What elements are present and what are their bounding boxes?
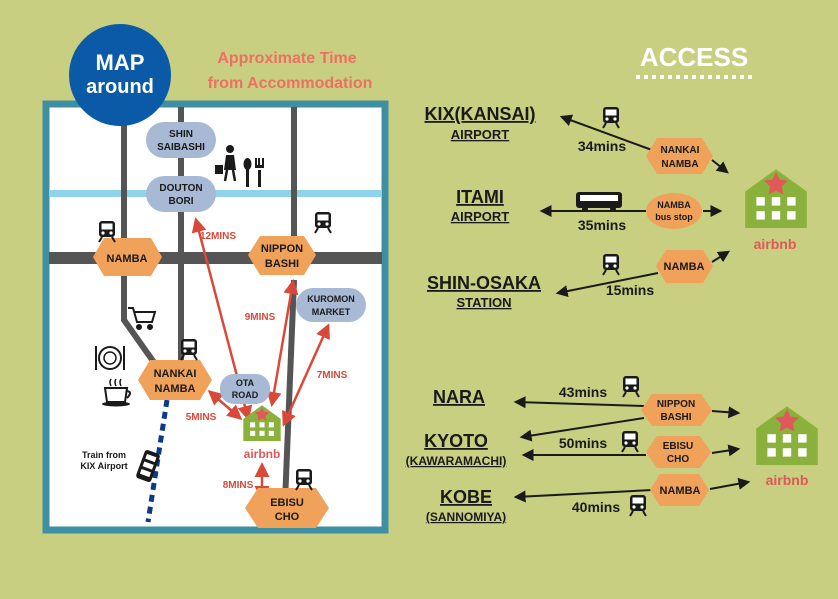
access-title: ACCESS bbox=[640, 42, 748, 72]
svg-text:EBISU: EBISU bbox=[663, 441, 694, 452]
train-icon bbox=[629, 494, 647, 517]
map-around-badge: MAP around bbox=[69, 24, 171, 126]
station-nipponbashi: NIPPON BASHI bbox=[248, 236, 316, 275]
svg-text:BASHI: BASHI bbox=[660, 412, 691, 423]
bus-icon bbox=[576, 192, 622, 212]
time-to-kuromon: 7MINS bbox=[317, 370, 348, 381]
dest-itami-sub: AIRPORT bbox=[451, 209, 510, 224]
airbnb-logo-top: airbnb bbox=[745, 169, 807, 252]
route-nara: NARA 43mins NIPPON BASHI bbox=[433, 375, 741, 426]
time-nara: 43mins bbox=[559, 384, 607, 400]
svg-text:CHO: CHO bbox=[667, 454, 689, 465]
route-kobe: KOBE (SANNOMIYA) 40mins NAMBA bbox=[426, 474, 751, 524]
time-kyoto: 50mins bbox=[559, 435, 607, 451]
airbnb-logo-bottom: airbnb bbox=[756, 406, 818, 488]
dest-kyoto-sub: (KAWARAMACHI) bbox=[406, 454, 507, 468]
train-icon bbox=[621, 430, 639, 453]
svg-text:DOUTON: DOUTON bbox=[159, 183, 202, 194]
svg-text:MAP: MAP bbox=[96, 50, 145, 75]
svg-text:NIPPON: NIPPON bbox=[657, 399, 695, 410]
fork-knife-icon bbox=[243, 158, 264, 187]
route-shinosaka: SHIN-OSAKA STATION 15mins NAMBA bbox=[427, 250, 731, 310]
airbnb-logo-text: airbnb bbox=[244, 447, 281, 461]
time-shinosaka: 15mins bbox=[606, 282, 654, 298]
place-doutonbori: DOUTON BORI bbox=[146, 176, 216, 212]
dest-kobe-sub: (SANNOMIYA) bbox=[426, 510, 506, 524]
route-kyoto: KYOTO (KAWARAMACHI) 50mins EBISU CHO bbox=[406, 417, 741, 468]
svg-text:NANKAI: NANKAI bbox=[661, 145, 700, 156]
svg-text:BORI: BORI bbox=[169, 196, 194, 207]
svg-text:NAMBA: NAMBA bbox=[664, 261, 705, 273]
train-from-label: Train from bbox=[82, 450, 126, 460]
station-namba: NAMBA bbox=[93, 238, 162, 276]
dest-shinosaka-sub: STATION bbox=[456, 295, 511, 310]
time-kobe: 40mins bbox=[572, 499, 620, 515]
svg-text:OTA: OTA bbox=[236, 378, 255, 388]
svg-text:MARKET: MARKET bbox=[312, 307, 351, 317]
dest-itami: ITAMI bbox=[456, 187, 504, 207]
train-icon bbox=[602, 253, 620, 276]
time-to-nipponbashi: 9MINS bbox=[245, 312, 276, 323]
time-to-doutonbori: 12MINS bbox=[200, 231, 236, 242]
svg-text:SAIBASHI: SAIBASHI bbox=[157, 142, 205, 153]
svg-text:bus stop: bus stop bbox=[655, 212, 693, 222]
shopping-person-icon bbox=[215, 145, 237, 182]
time-itami: 35mins bbox=[578, 217, 626, 233]
dining-icon bbox=[95, 346, 125, 370]
svg-text:around: around bbox=[86, 76, 154, 98]
station-ebisucho: EBISU CHO bbox=[245, 488, 329, 528]
shopping-cart-icon bbox=[128, 307, 157, 330]
dest-nara: NARA bbox=[433, 387, 485, 407]
dest-shinosaka: SHIN-OSAKA bbox=[427, 273, 541, 293]
place-ota-road: OTA ROAD bbox=[220, 374, 270, 404]
svg-text:NAMBA: NAMBA bbox=[661, 159, 698, 170]
subtitle-line1: Approximate Time bbox=[217, 50, 356, 67]
kix-train-icon bbox=[136, 450, 160, 482]
accommodation-marker: airbnb bbox=[243, 405, 281, 461]
station-nankai-namba: NANKAI NAMBA bbox=[138, 360, 212, 400]
route-kix: KIX(KANSAI) AIRPORT 34mins NANKAI NAMBA bbox=[425, 104, 729, 174]
svg-text:EBISU: EBISU bbox=[270, 497, 304, 509]
place-kuromon-market: KUROMON MARKET bbox=[296, 288, 366, 322]
route-itami: ITAMI AIRPORT 35mins NAMBA bus stop bbox=[451, 187, 723, 233]
dest-kobe: KOBE bbox=[440, 487, 492, 507]
svg-text:CHO: CHO bbox=[275, 511, 300, 523]
svg-text:NAMBA: NAMBA bbox=[657, 200, 691, 210]
dest-kyoto: KYOTO bbox=[424, 431, 488, 451]
svg-text:NAMBA: NAMBA bbox=[107, 253, 148, 265]
svg-text:KUROMON: KUROMON bbox=[307, 294, 355, 304]
svg-text:ROAD: ROAD bbox=[232, 390, 259, 400]
svg-text:NANKAI: NANKAI bbox=[154, 368, 197, 380]
svg-text:SHIN: SHIN bbox=[169, 129, 193, 140]
arrow-to-nankai bbox=[207, 390, 243, 420]
time-to-ebisucho: 8MINS bbox=[223, 480, 254, 491]
svg-text:airbnb: airbnb bbox=[754, 236, 797, 252]
time-kix: 34mins bbox=[578, 138, 626, 154]
dest-kix: KIX(KANSAI) bbox=[425, 104, 536, 124]
train-icon bbox=[602, 106, 620, 129]
coffee-icon bbox=[102, 378, 131, 407]
dest-kix-sub: AIRPORT bbox=[451, 127, 510, 142]
subtitle-line2: from Accommodation bbox=[208, 75, 373, 92]
time-to-nankai: 5MINS bbox=[186, 412, 217, 423]
train-icon bbox=[622, 375, 640, 398]
arrow-to-kuromon bbox=[282, 323, 330, 427]
svg-text:BASHI: BASHI bbox=[265, 258, 299, 270]
place-shinsaibashi: SHIN SAIBASHI bbox=[146, 122, 216, 158]
svg-text:NAMBA: NAMBA bbox=[660, 485, 701, 497]
svg-text:NIPPON: NIPPON bbox=[261, 243, 303, 255]
svg-text:airbnb: airbnb bbox=[766, 472, 809, 488]
kix-airport-label: KIX Airport bbox=[80, 461, 127, 471]
svg-text:NAMBA: NAMBA bbox=[155, 383, 196, 395]
